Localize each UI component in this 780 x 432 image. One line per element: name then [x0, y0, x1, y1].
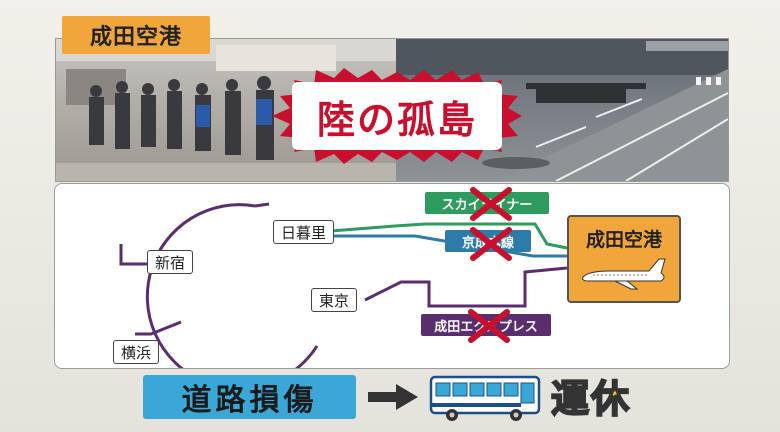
- burst-shape: [272, 68, 522, 164]
- station-yokohama: 横浜: [113, 340, 160, 364]
- station-tokyo: 東京: [311, 288, 358, 312]
- headline-text: 陸の孤島: [316, 97, 477, 142]
- suspended-x-icon: [468, 309, 510, 343]
- airport-label: 成田空港: [585, 229, 662, 251]
- airport-destination: 成田空港: [567, 215, 681, 303]
- suspended-x-icon: [470, 187, 512, 221]
- arrow-right-icon: [368, 384, 418, 410]
- west-branch: [119, 244, 153, 266]
- bus-icon: [429, 375, 541, 421]
- station-nippori: 日暮里: [273, 220, 335, 244]
- southwest-branch: [135, 320, 182, 336]
- airplane-icon: [582, 258, 666, 290]
- rail-route-map: 新宿 日暮里 東京 横浜 スカイライナー 京成本線 成田エクスプレス 成田空港: [54, 183, 730, 369]
- station-shinjuku: 新宿: [147, 250, 194, 274]
- headline-burst: 陸の孤島: [272, 68, 522, 164]
- road-damage-label: 道路損傷: [143, 375, 356, 419]
- service-suspended-label: 運休: [550, 376, 632, 422]
- road-scene: [396, 39, 728, 181]
- location-tag: 成田空港: [62, 16, 210, 54]
- skyliner-line: [330, 222, 568, 250]
- suspended-x-icon: [470, 227, 512, 261]
- crowd-silhouettes: [56, 39, 396, 181]
- nex-line: [364, 266, 568, 308]
